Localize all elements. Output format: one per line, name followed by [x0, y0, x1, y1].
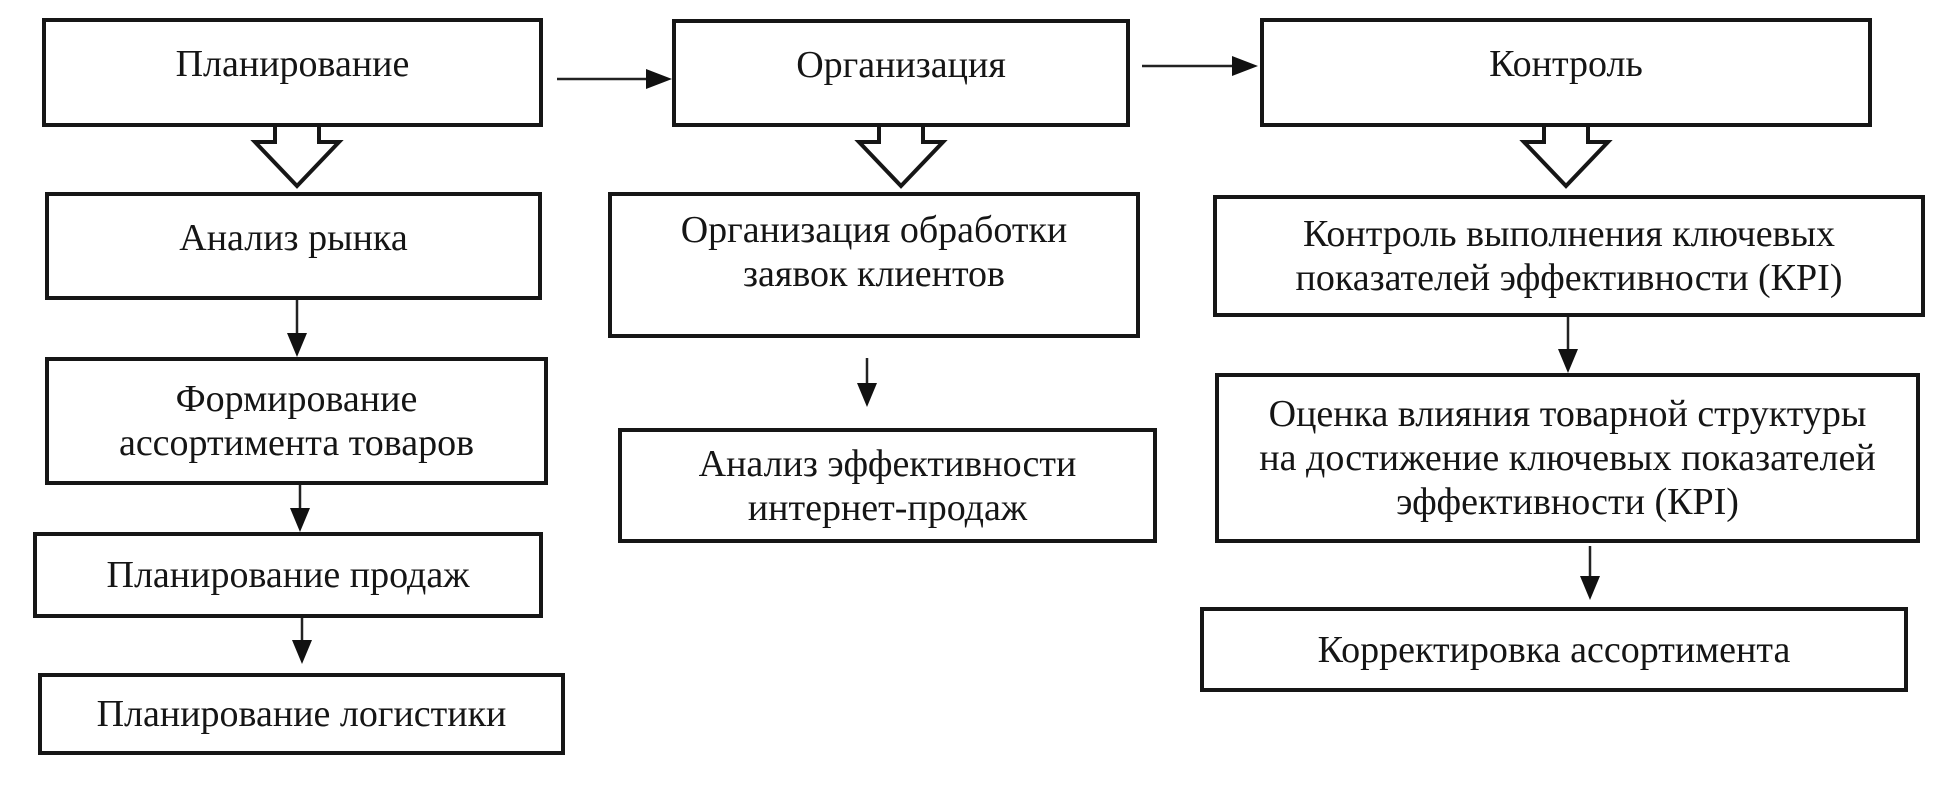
node-control: Контроль [1260, 18, 1872, 127]
node-market-analysis-label: Анализ рынка [179, 217, 408, 259]
node-kpi-control-label: Контроль выполнения ключевых показателей… [1295, 213, 1843, 299]
node-organization-label: Организация [796, 44, 1006, 86]
node-sales-effectiveness: Анализ эффективности интернет-продаж [618, 428, 1157, 543]
node-kpi-impact: Оценка влияния товарной структуры на дос… [1215, 373, 1920, 543]
node-assortment-adjustment-label: Корректировка ассортимента [1317, 628, 1791, 671]
node-control-label: Контроль [1489, 43, 1643, 85]
block-arrow-organization-down-icon [854, 122, 948, 189]
node-kpi-control: Контроль выполнения ключевых показателей… [1213, 195, 1925, 317]
node-kpi-impact-label: Оценка влияния товарной структуры на дос… [1259, 393, 1876, 523]
node-sales-planning-label: Планирование продаж [106, 554, 470, 596]
node-order-processing: Организация обработки заявок клиентов [608, 192, 1140, 338]
node-assortment-formation-label: Формирование ассортимента товаров [118, 378, 475, 464]
node-order-processing-label: Организация обработки заявок клиентов [680, 209, 1068, 295]
node-organization: Организация [672, 19, 1130, 127]
node-sales-effectiveness-label: Анализ эффективности интернет-продаж [698, 442, 1077, 529]
node-sales-planning: Планирование продаж [33, 532, 543, 618]
arrow-planning-to-organization [557, 69, 672, 89]
arrow-market-to-assortment [287, 300, 307, 357]
node-logistics-planning: Планирование логистики [38, 673, 565, 755]
arrow-organization-to-control [1142, 56, 1258, 76]
arrow-kpicontrol-to-kpiimpact [1558, 317, 1578, 373]
node-logistics-planning-label: Планирование логистики [96, 693, 507, 735]
arrow-orders-to-effectiveness [857, 358, 877, 407]
node-assortment-adjustment: Корректировка ассортимента [1200, 607, 1908, 692]
arrow-assortment-to-salesplan [290, 485, 310, 532]
node-planning-label: Планирование [175, 43, 410, 85]
block-arrow-control-down-icon [1519, 122, 1613, 189]
arrow-salesplan-to-logistics [292, 618, 312, 664]
arrow-kpiimpact-to-adjustment [1580, 546, 1600, 600]
node-planning: Планирование [42, 18, 543, 127]
node-assortment-formation: Формирование ассортимента товаров [45, 357, 548, 485]
block-arrow-planning-down-icon [250, 122, 344, 189]
node-market-analysis: Анализ рынка [45, 192, 542, 300]
